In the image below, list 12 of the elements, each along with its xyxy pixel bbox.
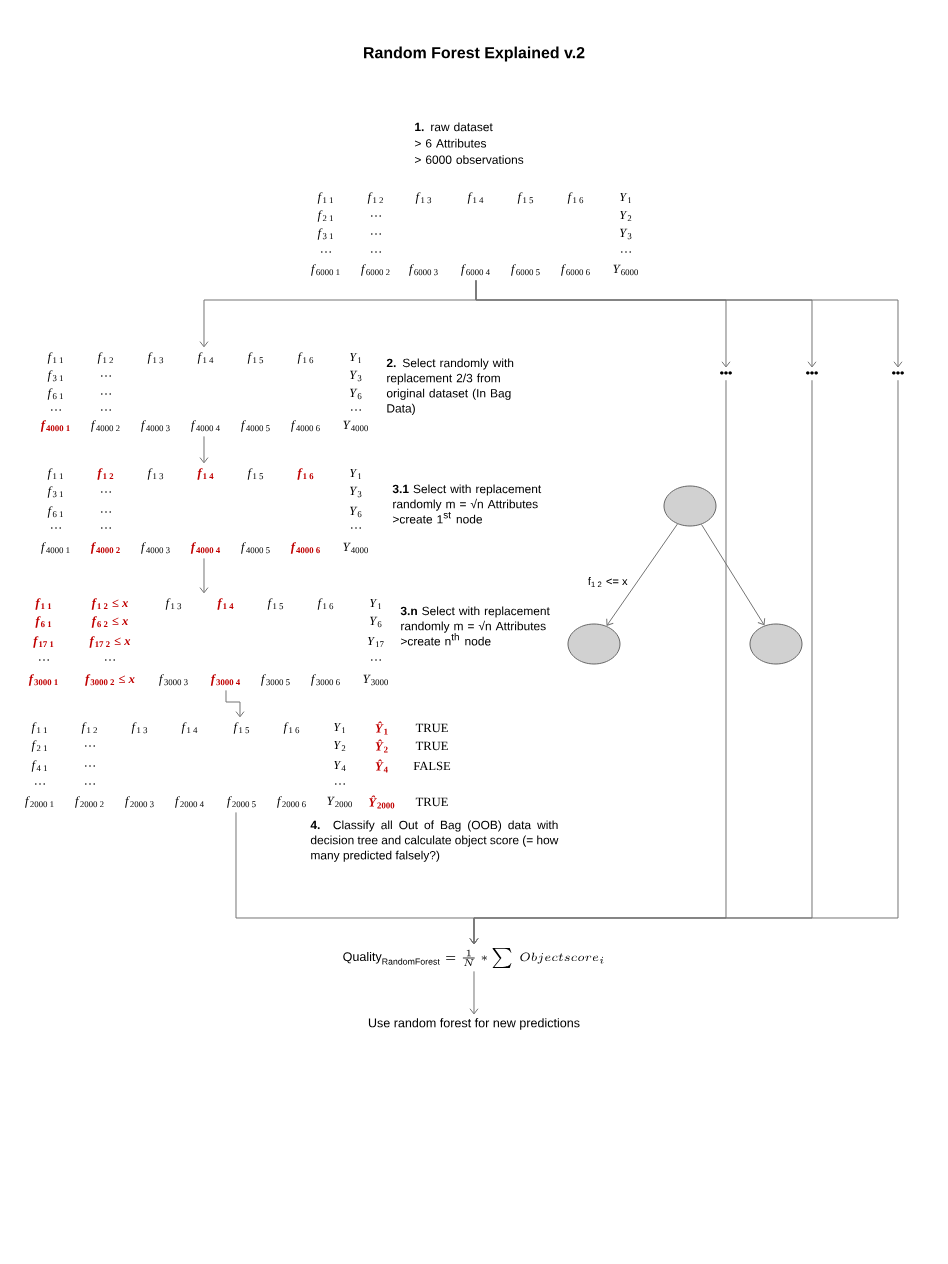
arrow xyxy=(469,970,479,1015)
arrow xyxy=(469,379,899,945)
arrow xyxy=(475,279,903,368)
tree-node xyxy=(749,623,803,665)
formula-text: $\mathrm{Quality}_{\mathrm{RandomForest}} = \frac{1}{N} * \sum \; Objectscore_{i}$ xyxy=(343,948,604,968)
tree-node xyxy=(663,485,717,527)
arrow xyxy=(199,557,209,594)
arrow xyxy=(225,689,245,718)
arrow xyxy=(199,435,209,464)
arrow xyxy=(606,523,678,626)
tree-node xyxy=(567,623,621,665)
arrow xyxy=(701,523,766,626)
